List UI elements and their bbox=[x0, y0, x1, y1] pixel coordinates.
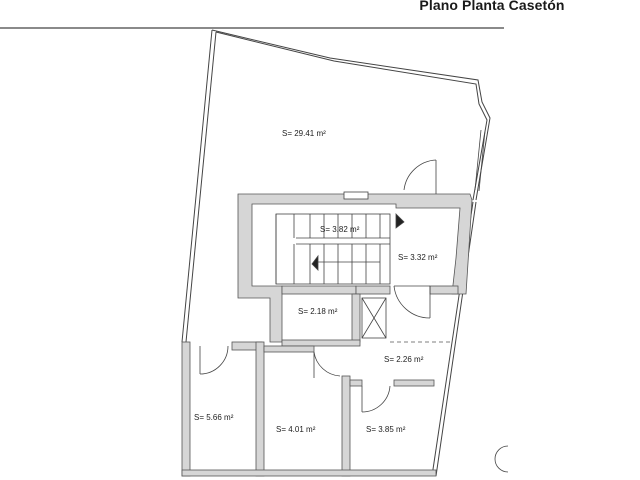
hatch-door bbox=[361, 297, 387, 339]
room-label-storage-1: S= 5.66 m² bbox=[194, 413, 234, 422]
room-label-main: S= 29.41 m² bbox=[282, 129, 326, 138]
room-label-corridor: S= 2.26 m² bbox=[384, 355, 424, 364]
storage-walls bbox=[181, 341, 437, 477]
door-landing bbox=[393, 159, 437, 319]
storage-doors bbox=[199, 345, 391, 413]
room-label-storage-2: S= 4.01 m² bbox=[276, 425, 316, 434]
room-label-small: S= 2.18 m² bbox=[298, 307, 338, 316]
window-right bbox=[474, 129, 486, 192]
title-rule bbox=[0, 27, 504, 29]
room-label-landing: S= 3.32 m² bbox=[398, 253, 438, 262]
room-label-stairs: S= 3.82 m² bbox=[320, 225, 360, 234]
room-label-storage-3: S= 3.85 m² bbox=[366, 425, 406, 434]
core-walls bbox=[237, 193, 473, 347]
column-mark bbox=[494, 445, 509, 473]
stair bbox=[275, 213, 405, 285]
window-top bbox=[343, 191, 369, 200]
plan-title: Plano Planta Casetón bbox=[419, 0, 565, 13]
